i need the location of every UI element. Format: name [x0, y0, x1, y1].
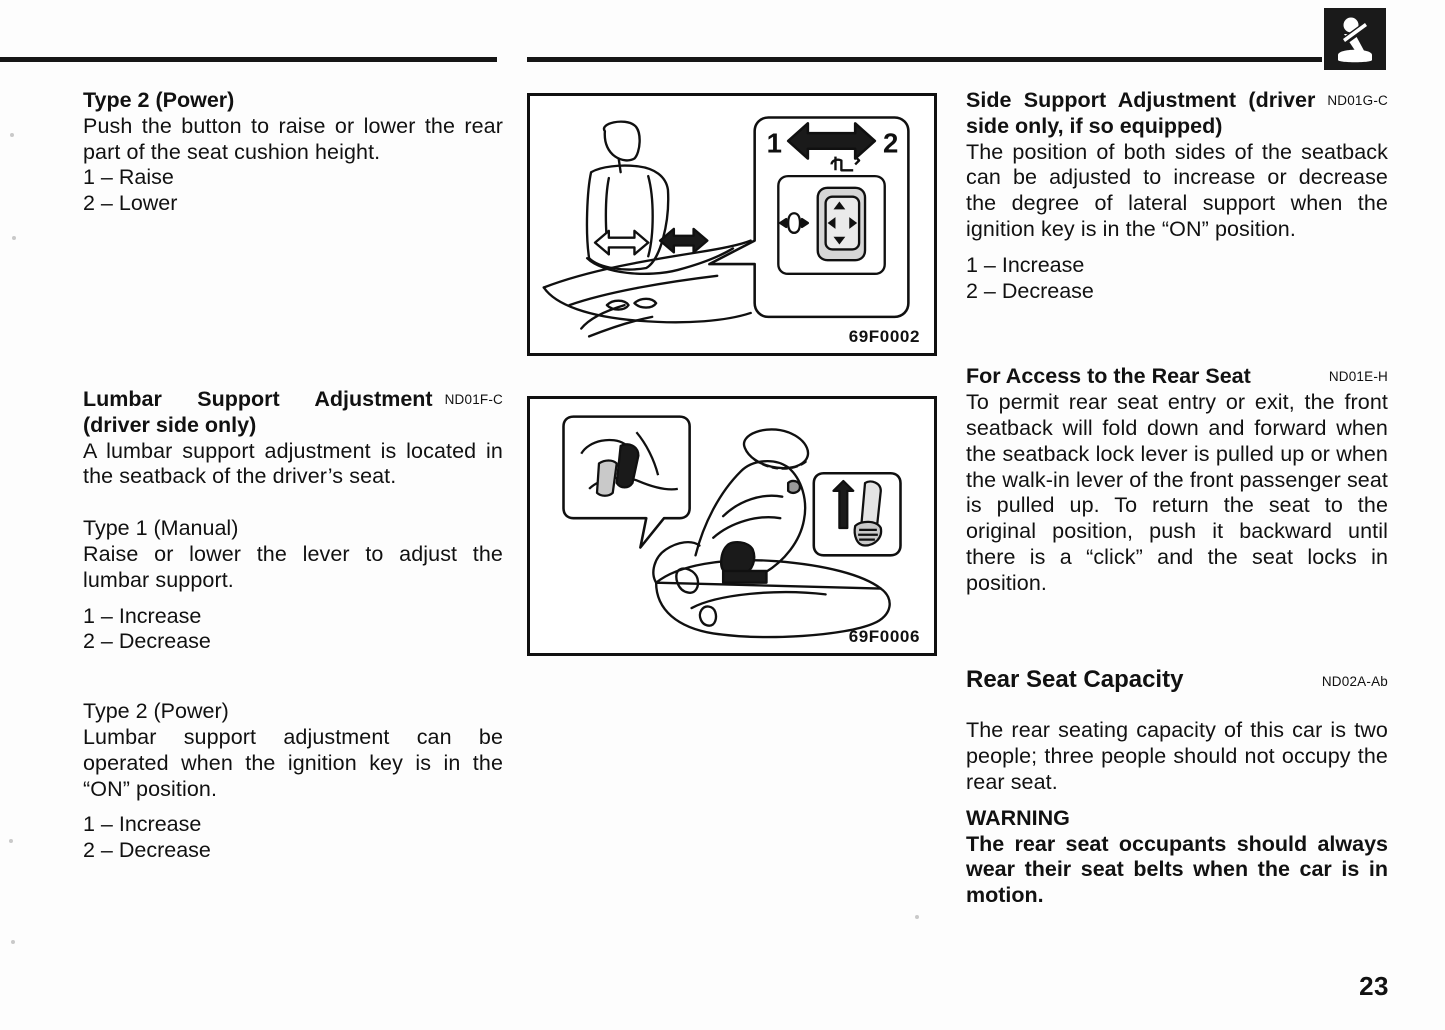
warning-label: WARNING — [966, 805, 1070, 830]
svg-text:1: 1 — [767, 128, 782, 159]
seatbelt-occupant-icon — [1324, 8, 1386, 70]
rear-seat-capacity-body: The rear seating capacity of this car is… — [966, 718, 1388, 794]
rear-seat-access-code: ND01E-H — [1328, 369, 1388, 385]
svg-text:2: 2 — [883, 128, 898, 159]
side-support-code: ND01G-C — [1327, 93, 1388, 108]
warning-body: The rear seat occupants should always we… — [966, 831, 1388, 908]
lumbar-support-heading: ND01F-C Lumbar Support Adjustment (drive… — [83, 387, 503, 439]
lumbar-type2-heading: Type 2 (Power) — [83, 699, 229, 724]
figure-1-code: 69F0002 — [848, 327, 920, 346]
lumbar-support-body: A lumbar support adjustment is located i… — [83, 438, 503, 489]
right-text-column: ND01G-C Side Support Adjustment (driver … — [966, 88, 1388, 909]
scan-speck — [9, 839, 13, 843]
rear-seat-access-heading: ND01E-H For Access to the Rear Seat — [966, 364, 1388, 390]
type2-power-body: Push the button to raise or lower the re… — [83, 113, 503, 164]
type2-power-item-1: 1 – Raise — [83, 165, 174, 190]
seat-side-support-illustration: 1 2 69F0002 — [527, 93, 937, 356]
lumbar-type2-body: Lumbar support adjustment can be operate… — [83, 724, 503, 801]
scan-speck — [10, 133, 14, 137]
rear-seat-capacity-heading: ND02A-Ab Rear Seat Capacity — [966, 665, 1388, 693]
header-rule-left — [0, 57, 497, 62]
type2-power-item-2: 2 – Lower — [83, 191, 178, 216]
type2-power-cushion-block: Type 2 (Power) Push the button to raise … — [83, 88, 503, 217]
header-rule-right — [527, 57, 1322, 62]
side-support-heading: ND01G-C Side Support Adjustment (driver … — [966, 88, 1388, 140]
side-support-item-1: 1 – Increase — [966, 252, 1085, 277]
rear-seat-capacity-block: ND02A-Ab Rear Seat Capacity The rear sea… — [966, 665, 1388, 909]
lumbar-type1-heading: Type 1 (Manual) — [83, 516, 239, 541]
lumbar-type1-item-2: 2 – Decrease — [83, 629, 211, 654]
type2-power-heading: Type 2 (Power) — [83, 88, 235, 112]
lumbar-support-block: ND01F-C Lumbar Support Adjustment (drive… — [83, 387, 503, 864]
lumbar-support-heading-text: Lumbar Support Adjustment (driver side o… — [83, 386, 433, 437]
lumbar-lever-illustration: 69F0006 — [527, 396, 937, 656]
scan-speck — [11, 940, 15, 944]
side-support-item-2: 2 – Decrease — [966, 278, 1094, 303]
lumbar-type2-item-2: 2 – Decrease — [83, 838, 211, 863]
left-text-column: Type 2 (Power) Push the button to raise … — [83, 88, 503, 864]
side-support-block: ND01G-C Side Support Adjustment (driver … — [966, 88, 1388, 304]
rear-seat-access-block: ND01E-H For Access to the Rear Seat To p… — [966, 364, 1388, 596]
rear-seat-access-heading-text: For Access to the Rear Seat — [966, 364, 1251, 389]
scan-speck — [12, 236, 16, 240]
figure-2-code: 69F0006 — [848, 627, 920, 646]
side-support-body: The position of both sides of the seatba… — [966, 139, 1388, 241]
scan-speck — [915, 915, 919, 919]
side-support-heading-text: Side Support Adjustment (driver side onl… — [966, 88, 1316, 138]
rear-seat-capacity-heading-text: Rear Seat Capacity — [966, 665, 1184, 693]
lumbar-support-code: ND01F-C — [444, 391, 503, 407]
page-number: 23 — [1359, 971, 1389, 1001]
lumbar-type1-body: Raise or lower the lever to adjust the l… — [83, 541, 503, 592]
lumbar-type2-item-1: 1 – Increase — [83, 812, 202, 837]
rear-seat-access-body: To permit rear seat entry or exit, the f… — [966, 390, 1388, 595]
rear-seat-capacity-code: ND02A-Ab — [1321, 673, 1388, 689]
lumbar-type1-item-1: 1 – Increase — [83, 603, 202, 628]
